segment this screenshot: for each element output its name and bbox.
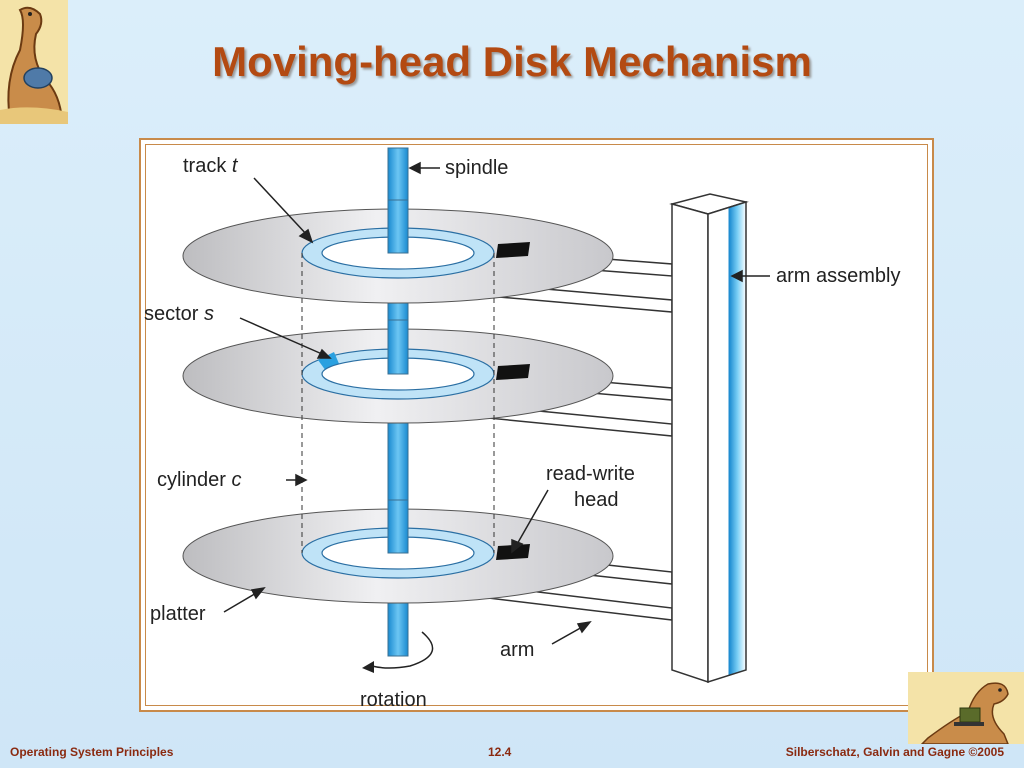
dinosaur-logo-icon — [0, 0, 68, 124]
label-cylinder-var: c — [231, 469, 241, 491]
label-cylinder: cylinder — [157, 469, 226, 491]
label-track-var: t — [232, 155, 239, 177]
arm-assembly-column — [669, 193, 749, 684]
label-platter: platter — [150, 603, 206, 625]
cylinder-outline — [301, 253, 495, 553]
label-spindle: spindle — [445, 157, 508, 179]
label-rotation: rotation — [360, 689, 427, 711]
label-arm: arm — [500, 639, 534, 661]
label-arm-assembly: arm assembly — [776, 265, 900, 287]
platter-bottom — [182, 499, 614, 604]
slide-title: Moving-head Disk Mechanism — [212, 38, 812, 85]
read-write-heads — [496, 242, 530, 560]
footer-credits: Silberschatz, Galvin and Gagne ©2005 — [785, 745, 1004, 759]
svg-text:sector s: sector s — [144, 303, 214, 325]
platter-middle — [182, 319, 614, 424]
label-arrows — [223, 161, 770, 645]
svg-text:cylinder c: cylinder c — [157, 469, 241, 491]
diagram-frame-inner — [145, 144, 928, 706]
label-track: track — [183, 155, 227, 177]
footer-course: Operating System Principles — [10, 745, 174, 759]
label-sector: sector — [144, 303, 199, 325]
footer-page-number: 12.4 — [488, 745, 512, 759]
label-read-write: read-write — [546, 463, 635, 485]
dinosaur-laptop-icon — [908, 672, 1024, 744]
platter-top — [182, 199, 614, 304]
svg-text:track t: track t — [183, 155, 239, 177]
label-head: head — [574, 489, 619, 511]
rotation-arrow — [371, 631, 434, 669]
label-sector-var: s — [204, 303, 214, 325]
